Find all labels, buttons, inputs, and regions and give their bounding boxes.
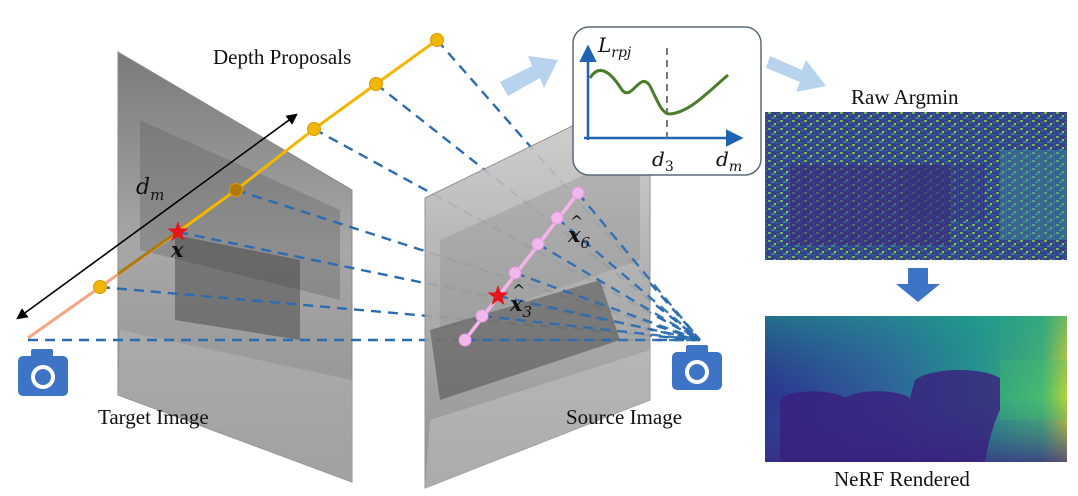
dm-double-arrow [16, 113, 298, 320]
plot-x-label: dm [716, 147, 742, 175]
x-hat-6-label: x6 [567, 222, 591, 252]
dm-ray-label: dm [136, 175, 164, 204]
target-star [167, 221, 189, 241]
plot-y-label: Lrpj [597, 33, 632, 61]
raw-argmin-map [765, 112, 1067, 260]
down-arrow [896, 268, 940, 302]
target-image-label: Target Image [98, 405, 209, 429]
plot-min-label: d3 [652, 147, 674, 175]
flow-arrow-right [766, 56, 826, 92]
nerf-rendered-map [765, 316, 1067, 462]
x-hat-3-caret: ^ [512, 281, 525, 300]
source-star [487, 285, 509, 305]
plot-loss-curve [588, 69, 729, 116]
nerf-rendered-label: NeRF Rendered [834, 467, 970, 491]
target-camera-icon [18, 349, 68, 396]
projection-lines-front [465, 192, 701, 342]
raw-argmin-label: Raw Argmin [851, 85, 959, 109]
x-point-label: x [170, 237, 184, 262]
source-camera-icon [672, 345, 722, 390]
loss-plot [572, 26, 762, 176]
x-hat-6-caret: ^ [570, 212, 583, 231]
flow-arrow-left [500, 56, 558, 96]
x-hat-3-label: x3 [509, 291, 532, 321]
epipolar-points [458, 186, 585, 347]
depth-proposal-points [93, 33, 444, 294]
depth-proposals-label: Depth Proposals [213, 45, 351, 69]
source-image-label: Source Image [566, 405, 682, 429]
